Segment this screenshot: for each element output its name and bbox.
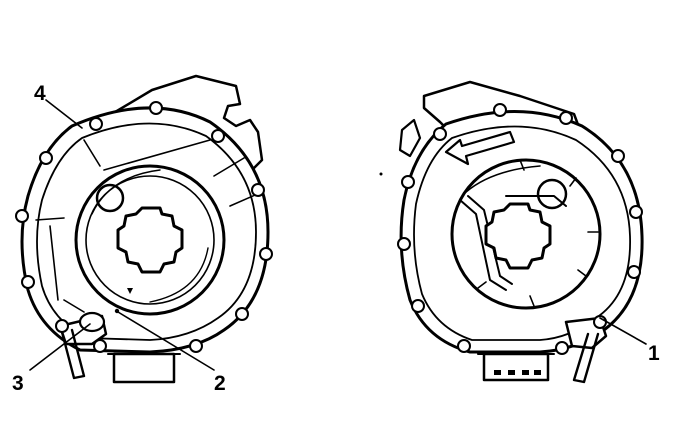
terminal bbox=[508, 370, 515, 375]
bolt bbox=[211, 129, 225, 143]
callout-1: 1 bbox=[599, 317, 660, 365]
bolt bbox=[629, 205, 643, 219]
right-housing-port bbox=[536, 178, 568, 210]
bolt bbox=[55, 319, 69, 333]
bolt bbox=[627, 265, 641, 279]
callout-label-3: 3 bbox=[12, 372, 24, 395]
bolt bbox=[89, 117, 103, 131]
bolt bbox=[411, 299, 425, 313]
leader-line-4 bbox=[45, 99, 83, 129]
right-housing-spline-bore bbox=[484, 202, 552, 270]
bolt bbox=[235, 307, 249, 321]
bolt bbox=[555, 341, 569, 355]
bolt bbox=[397, 237, 411, 251]
left-housing-bolts bbox=[15, 101, 273, 353]
callout-label-4: 4 bbox=[34, 82, 46, 105]
terminal bbox=[494, 370, 501, 375]
left-housing-inner-flange bbox=[36, 122, 257, 341]
right-housing-bolts bbox=[397, 103, 643, 355]
bolt bbox=[21, 275, 35, 289]
left-housing-web-lines bbox=[35, 139, 263, 313]
left-housing-recess-arc bbox=[91, 169, 209, 303]
right-housing-terminals bbox=[494, 370, 541, 375]
left-housing-recess-inner bbox=[85, 175, 215, 305]
right-housing-chamber-ribs bbox=[465, 159, 599, 307]
right-housing-rotation-arrow bbox=[444, 130, 516, 166]
right-housing-side-tab bbox=[398, 118, 422, 158]
right-housing-chamber-outer bbox=[450, 158, 602, 310]
callout-3: 3 bbox=[12, 323, 91, 395]
bolt bbox=[189, 339, 203, 353]
left-housing-mount-block bbox=[112, 352, 176, 384]
bolt bbox=[457, 339, 471, 353]
leader-line-1 bbox=[599, 317, 647, 345]
terminal bbox=[534, 370, 541, 375]
callout-label-2: 2 bbox=[214, 372, 226, 395]
bolt bbox=[39, 151, 53, 165]
terminal bbox=[522, 370, 529, 375]
bolt bbox=[559, 111, 573, 125]
bolt bbox=[251, 183, 265, 197]
leader-line-3 bbox=[29, 323, 91, 371]
left-housing-tube-a bbox=[60, 328, 86, 380]
right-housing-terminal-block bbox=[482, 352, 550, 382]
right-housing bbox=[397, 80, 644, 384]
leader-line-2 bbox=[117, 311, 215, 371]
bolt bbox=[259, 247, 273, 261]
callout-2: 2 bbox=[117, 311, 226, 395]
bolt bbox=[149, 101, 163, 115]
callout-4: 4 bbox=[34, 82, 83, 129]
callout-label-1: 1 bbox=[648, 342, 660, 365]
bolt bbox=[611, 149, 625, 163]
bolt bbox=[401, 175, 415, 189]
bolt bbox=[493, 103, 507, 117]
bolt bbox=[15, 209, 29, 223]
right-housing-tubes bbox=[572, 332, 600, 384]
scan-speck bbox=[379, 172, 383, 176]
left-housing-timing-mark bbox=[127, 288, 133, 294]
left-housing bbox=[15, 74, 273, 384]
bolt bbox=[433, 127, 447, 141]
bolt bbox=[93, 339, 107, 353]
left-housing-spline-bore bbox=[116, 206, 184, 274]
left-housing-recess-outer bbox=[74, 164, 226, 316]
left-housing-port bbox=[95, 183, 125, 213]
